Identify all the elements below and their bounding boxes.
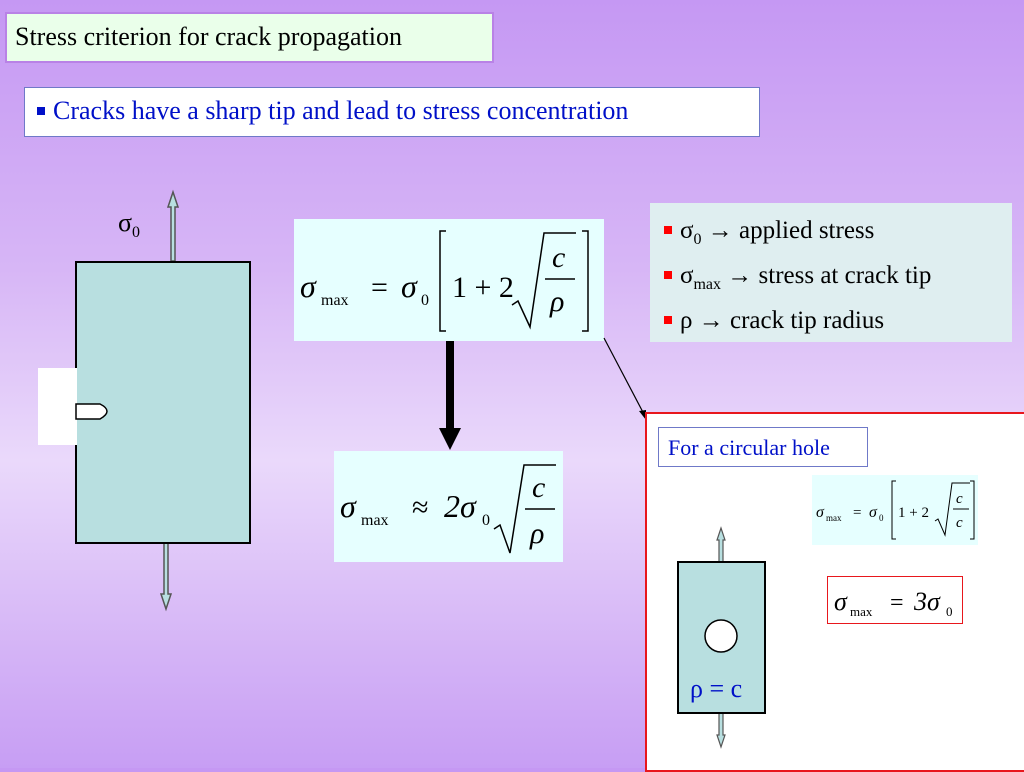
formula-sub-max: max <box>321 292 349 309</box>
legend-symbol: σ <box>680 217 694 244</box>
approx-sign: ≈ <box>412 491 428 524</box>
formula-one-plus-two: 1 + 2 <box>452 271 514 304</box>
right-arrow-icon: → <box>727 262 753 289</box>
circular-hole-label: For a circular hole <box>658 427 868 467</box>
pointer-arrowhead-icon <box>639 410 646 420</box>
bullet-text: Cracks have a sharp tip and lead to stre… <box>53 96 629 125</box>
hole-one-plus-two: 1 + 2 <box>898 505 929 521</box>
bullet-square-icon <box>664 226 672 235</box>
bullet-point: Cracks have a sharp tip and lead to stre… <box>24 87 760 137</box>
approx-sub-zero: 0 <box>482 512 490 529</box>
hole-sub-zero: 0 <box>879 513 884 523</box>
legend-subscript: 0 <box>693 231 702 248</box>
right-arrow-icon: → <box>707 217 733 244</box>
legend-subscript: max <box>693 276 722 293</box>
slide-title: Stress criterion for crack propagation <box>5 12 494 63</box>
hole-load-arrow-down-icon <box>716 712 726 749</box>
formula-sigma0: σ <box>401 268 418 304</box>
legend-item: σ0 → applied stress <box>662 211 1012 256</box>
result-equals: = <box>890 590 904 616</box>
bullet-square-icon <box>664 316 672 325</box>
arrow-down-icon <box>439 428 461 450</box>
legend-item: σmax → stress at crack tip <box>662 256 1012 301</box>
hole-c-top: c <box>956 491 963 507</box>
bullet-square-icon <box>37 107 45 116</box>
legend-text: stress at crack tip <box>758 262 932 289</box>
hole-left-bracket <box>891 480 896 540</box>
result-sub-zero: 0 <box>946 604 953 619</box>
formula-sub-zero: 0 <box>421 292 429 309</box>
formula-result-svg: σ max = 3σ 0 <box>834 587 953 619</box>
sigma-symbol: σ <box>118 208 133 237</box>
formula-c: c <box>552 241 565 274</box>
pointer-line <box>603 337 647 419</box>
load-arrow-up-icon <box>166 189 180 262</box>
legend-item: ρ → crack tip radius <box>662 301 1012 346</box>
formula-box-approx: σ max ≈ 2σ 0 c ρ <box>334 451 563 562</box>
sigma-subscript: 0 <box>132 224 141 242</box>
formula-box-result: σ max = 3σ 0 <box>827 576 963 624</box>
hole-right-bracket <box>970 480 975 540</box>
formula-sigma: σ <box>300 268 317 304</box>
legend-text: crack tip radius <box>729 307 885 334</box>
crack-gap <box>38 368 77 445</box>
legend-text: applied stress <box>738 217 875 244</box>
specimen-plate <box>75 261 251 544</box>
formula-box-hole: σ max = σ 0 1 + 2 c c <box>812 475 978 545</box>
applied-load-label: σ0 <box>118 208 158 242</box>
load-arrow-down-icon <box>159 542 173 612</box>
formula-main-svg: σ max = σ 0 1 + 2 c ρ <box>300 230 589 332</box>
symbol-legend: σ0 → applied stress σmax → stress at cra… <box>650 203 1012 342</box>
hole-c-bottom: c <box>956 515 963 531</box>
formula-box-main: σ max = σ 0 1 + 2 c ρ <box>294 219 604 341</box>
right-bracket <box>582 230 589 332</box>
hole-load-arrow-up-icon <box>716 526 726 563</box>
hole-equals: = <box>853 505 861 521</box>
result-sub-max: max <box>850 604 873 619</box>
hole-sigma0: σ <box>869 504 878 521</box>
approx-c: c <box>532 471 545 504</box>
hole-sub-max: max <box>826 513 842 523</box>
crack-notch <box>75 403 108 420</box>
approx-sigma: σ <box>340 488 357 524</box>
formula-approx-svg: σ max ≈ 2σ 0 c ρ <box>340 464 556 554</box>
result-sigma: σ <box>834 587 848 616</box>
left-bracket <box>439 230 446 332</box>
formula-rho: ρ <box>549 285 564 318</box>
legend-symbol: σ <box>680 262 694 289</box>
approx-rho: ρ <box>529 517 544 550</box>
legend-symbol: ρ <box>680 307 693 334</box>
circular-hole <box>704 619 738 653</box>
hole-sigma: σ <box>816 504 825 521</box>
approx-sub-max: max <box>361 512 389 529</box>
hole-sqrt-sign <box>934 482 970 537</box>
rho-equals-c-label: ρ = c <box>690 674 743 703</box>
formula-equals: = <box>371 271 388 304</box>
approx-two-sigma: 2σ <box>444 488 477 524</box>
right-arrow-icon: → <box>698 307 724 334</box>
formula-hole-svg: σ max = σ 0 1 + 2 c c <box>816 480 975 540</box>
result-three-sigma: 3σ <box>913 587 941 616</box>
bullet-square-icon <box>664 271 672 280</box>
sqrt-sign <box>511 232 576 330</box>
approx-sqrt-sign <box>493 464 556 554</box>
